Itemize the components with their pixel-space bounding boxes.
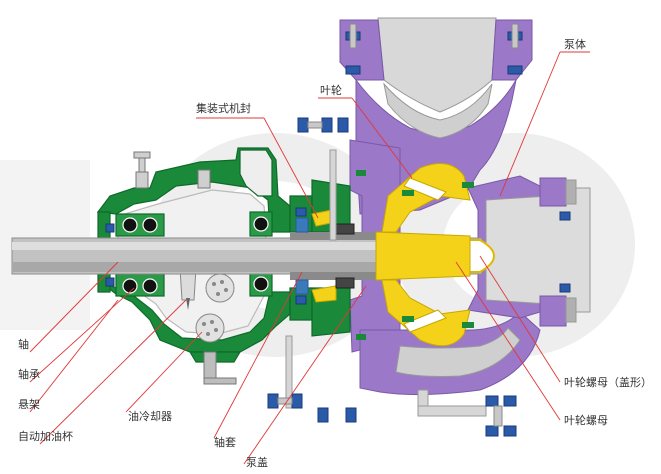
bearing-ball-icon [253, 276, 269, 292]
oil-cooler [179, 267, 237, 385]
bolt-icon [559, 211, 571, 293]
label-impeller-nut: 叶轮螺母 [564, 413, 608, 427]
bolt-icon [485, 395, 517, 437]
bearing-ball-icon [122, 217, 138, 233]
bearing-ball-icon [253, 216, 269, 232]
bearing-balls [122, 216, 269, 294]
bearing-ball-icon [122, 278, 138, 294]
label-impeller: 叶轮 [320, 83, 342, 97]
label-pump-body: 泵体 [564, 37, 586, 51]
bolt-icon [345, 23, 361, 49]
bolts [105, 23, 571, 437]
label-bearing: 轴承 [18, 367, 40, 381]
drain-pipe [285, 149, 487, 417]
label-auto-oiler: 自动加油杯 [18, 429, 73, 443]
bolt-icon [507, 65, 523, 75]
label-pump-cover: 泵盖 [246, 455, 268, 469]
bolt-icon [317, 407, 357, 423]
bolt-icon [297, 117, 349, 133]
bolt-icon [295, 207, 307, 305]
cartridge-seal [295, 209, 355, 303]
impeller [375, 163, 471, 347]
label-bearing-frame: 悬架 [18, 398, 40, 411]
breather [133, 151, 211, 189]
bolt-icon [507, 23, 523, 49]
label-shaft: 轴 [18, 337, 29, 351]
wear-rings [356, 170, 474, 340]
label-impeller-nut-cap: 叶轮螺母（盖形） [564, 375, 652, 389]
bearing-ball-icon [142, 217, 158, 233]
leader-lines [29, 51, 590, 465]
bearing-ball-icon [142, 278, 158, 294]
bolt-icon [345, 65, 361, 75]
labels: 泵体 叶轮 集装式机封 轴 轴承 悬架 自动加油杯 油冷却器 轴套 泵盖 叶轮螺… [18, 37, 652, 469]
label-shaft-sleeve: 轴套 [214, 435, 236, 449]
bolt-icon [105, 223, 115, 287]
label-cartridge-seal: 集装式机封 [196, 101, 251, 115]
oil-cooler-icon [205, 273, 235, 303]
label-oil-cooler: 油冷却器 [128, 409, 172, 423]
bolt-icon [267, 393, 303, 409]
